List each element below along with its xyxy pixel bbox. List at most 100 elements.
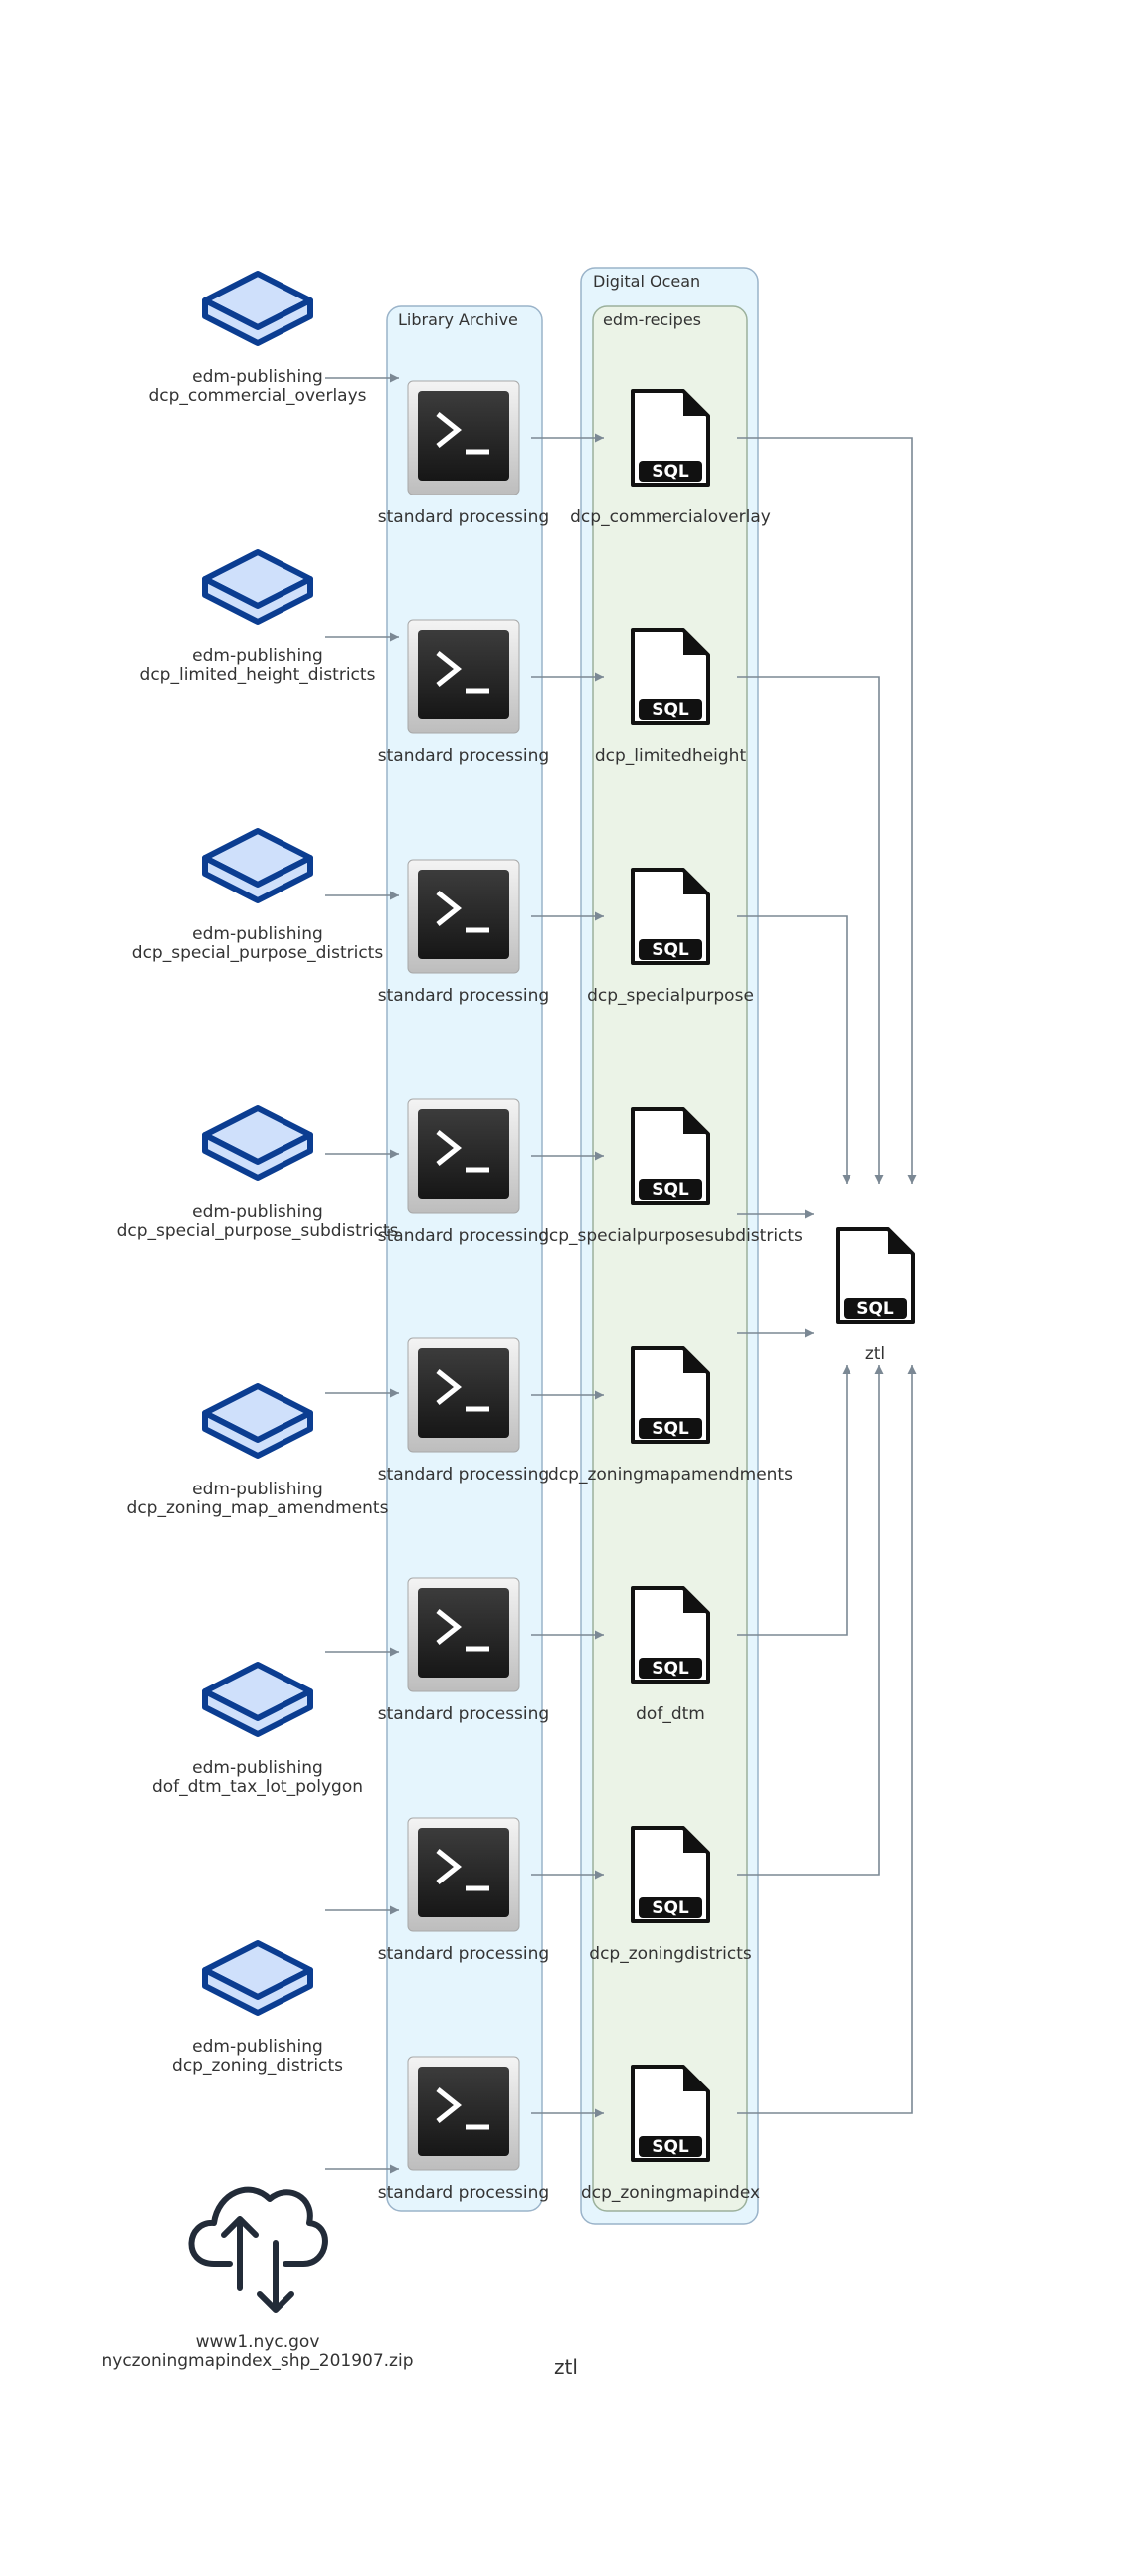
sql-file-icon: SQL xyxy=(631,389,710,487)
cluster-library-archive xyxy=(386,305,543,2212)
source-label-line2: dof_dtm_tax_lot_polygon xyxy=(152,1777,363,1797)
sql-file-icon: SQL xyxy=(631,628,710,725)
terminal-icon xyxy=(407,1817,520,1932)
sql-badge-label: SQL xyxy=(652,1898,689,1918)
recipe-node[interactable]: SQL dcp_commercialoverlay xyxy=(570,389,771,527)
cloud-transfer-icon xyxy=(188,2186,328,2313)
sql-badge-label: SQL xyxy=(652,2137,689,2157)
recipe-label: dcp_commercialoverlay xyxy=(570,507,771,527)
source-label-line2: dcp_special_purpose_subdistricts xyxy=(117,1221,399,1241)
source-node[interactable]: edm-publishingdcp_limited_height_distric… xyxy=(140,549,376,685)
recipe-node[interactable]: SQL dcp_limitedheight xyxy=(595,628,747,766)
cluster-edm-recipes xyxy=(592,305,748,2212)
edge-arrow xyxy=(737,1365,851,1636)
database-icon xyxy=(202,1940,313,2016)
recipe-label: dcp_zoningmapindex xyxy=(581,2183,760,2203)
target-label: ztl xyxy=(865,1344,885,1364)
source-node[interactable]: edm-publishingdcp_special_purpose_subdis… xyxy=(117,1105,399,1241)
processing-node[interactable]: standard processing xyxy=(378,1817,549,1964)
database-icon xyxy=(202,271,313,346)
database-icon xyxy=(202,828,313,903)
source-label-line2: nyczoningmapindex_shp_201907.zip xyxy=(101,2351,413,2371)
recipe-label: dcp_zoningdistricts xyxy=(589,1944,752,1964)
terminal-icon xyxy=(407,380,520,495)
source-node[interactable]: edm-publishingdcp_special_purpose_distri… xyxy=(132,828,384,963)
edge-arrow xyxy=(737,437,917,1184)
terminal-icon xyxy=(407,619,520,734)
database-icon xyxy=(202,1105,313,1181)
processing-label: standard processing xyxy=(378,2183,549,2203)
recipe-node[interactable]: SQL dcp_zoningdistricts xyxy=(589,1826,752,1964)
processing-node[interactable]: standard processing xyxy=(378,380,549,527)
recipe-node[interactable]: SQL dcp_specialpurposesubdistricts xyxy=(538,1107,803,1246)
edges xyxy=(325,373,917,2174)
edge-arrow xyxy=(737,1365,884,1876)
source-label-line1: edm-publishing xyxy=(192,646,323,666)
sql-file-icon: SQL xyxy=(631,1586,710,1684)
processing-node[interactable]: standard processing xyxy=(378,1337,549,1485)
processing-node[interactable]: standard processing xyxy=(378,859,549,1006)
cluster-library-archive-label: Library Archive xyxy=(398,310,518,329)
recipe-node[interactable]: SQL dof_dtm xyxy=(631,1586,710,1724)
sql-file-icon: SQL xyxy=(631,2065,710,2162)
source-label-line1: edm-publishing xyxy=(192,924,323,944)
edge-arrow xyxy=(737,915,851,1184)
recipe-label: dcp_specialpurpose xyxy=(587,986,754,1006)
recipe-label: dcp_zoningmapamendments xyxy=(548,1465,793,1485)
recipe-label: dof_dtm xyxy=(636,1704,705,1724)
sql-file-icon: SQL xyxy=(631,1346,710,1444)
sql-badge-label: SQL xyxy=(856,1299,894,1319)
source-label-line1: edm-publishing xyxy=(192,367,323,387)
source-label-line1: edm-publishing xyxy=(192,1480,323,1499)
source-label-line1: www1.nyc.gov xyxy=(196,2332,320,2352)
processing-node[interactable]: standard processing xyxy=(378,1577,549,1724)
cluster-edm-recipes-label: edm-recipes xyxy=(603,310,701,329)
processing-node[interactable]: standard processing xyxy=(378,1098,549,1246)
database-icon xyxy=(202,1383,313,1459)
source-label-line2: dcp_zoning_map_amendments xyxy=(127,1498,389,1518)
processing-label: standard processing xyxy=(378,746,549,766)
nodes: edm-publishingdcp_commercial_overlaysedm… xyxy=(101,271,915,2371)
recipe-node[interactable]: SQL dcp_specialpurpose xyxy=(587,868,754,1006)
diagram-caption: ztl xyxy=(554,2355,578,2379)
processing-node[interactable]: standard processing xyxy=(378,619,549,766)
processing-label: standard processing xyxy=(378,1465,549,1485)
sql-badge-label: SQL xyxy=(652,1419,689,1439)
target-node[interactable]: SQL ztl xyxy=(836,1227,915,1364)
processing-label: standard processing xyxy=(378,1704,549,1724)
recipe-label: dcp_specialpurposesubdistricts xyxy=(538,1226,803,1246)
sql-file-icon: SQL xyxy=(836,1227,915,1324)
cluster-digital-ocean-label: Digital Ocean xyxy=(593,272,700,291)
recipe-label: dcp_limitedheight xyxy=(595,746,747,766)
processing-label: standard processing xyxy=(378,986,549,1006)
database-icon xyxy=(202,549,313,625)
sql-file-icon: SQL xyxy=(631,868,710,965)
database-icon xyxy=(202,1662,313,1737)
source-label-line2: dcp_zoning_districts xyxy=(172,2056,343,2076)
processing-node[interactable]: standard processing xyxy=(378,2056,549,2203)
terminal-icon xyxy=(407,1577,520,1692)
terminal-icon xyxy=(407,859,520,974)
sql-badge-label: SQL xyxy=(652,700,689,720)
recipe-node[interactable]: SQL dcp_zoningmapindex xyxy=(581,2065,760,2203)
source-label-line1: edm-publishing xyxy=(192,2037,323,2057)
processing-label: standard processing xyxy=(378,1226,549,1246)
sql-badge-label: SQL xyxy=(652,1180,689,1200)
sql-file-icon: SQL xyxy=(631,1107,710,1205)
source-label-line2: dcp_commercial_overlays xyxy=(148,386,366,406)
sql-badge-label: SQL xyxy=(652,462,689,482)
terminal-icon xyxy=(407,1337,520,1453)
terminal-icon xyxy=(407,2056,520,2171)
source-node[interactable]: www1.nyc.govnyczoningmapindex_shp_201907… xyxy=(101,2186,414,2371)
recipe-node[interactable]: SQL dcp_zoningmapamendments xyxy=(548,1346,793,1485)
sql-badge-label: SQL xyxy=(652,1659,689,1679)
sql-badge-label: SQL xyxy=(652,940,689,960)
processing-label: standard processing xyxy=(378,1944,549,1964)
terminal-icon xyxy=(407,1098,520,1214)
edge-arrow xyxy=(737,1365,917,2114)
